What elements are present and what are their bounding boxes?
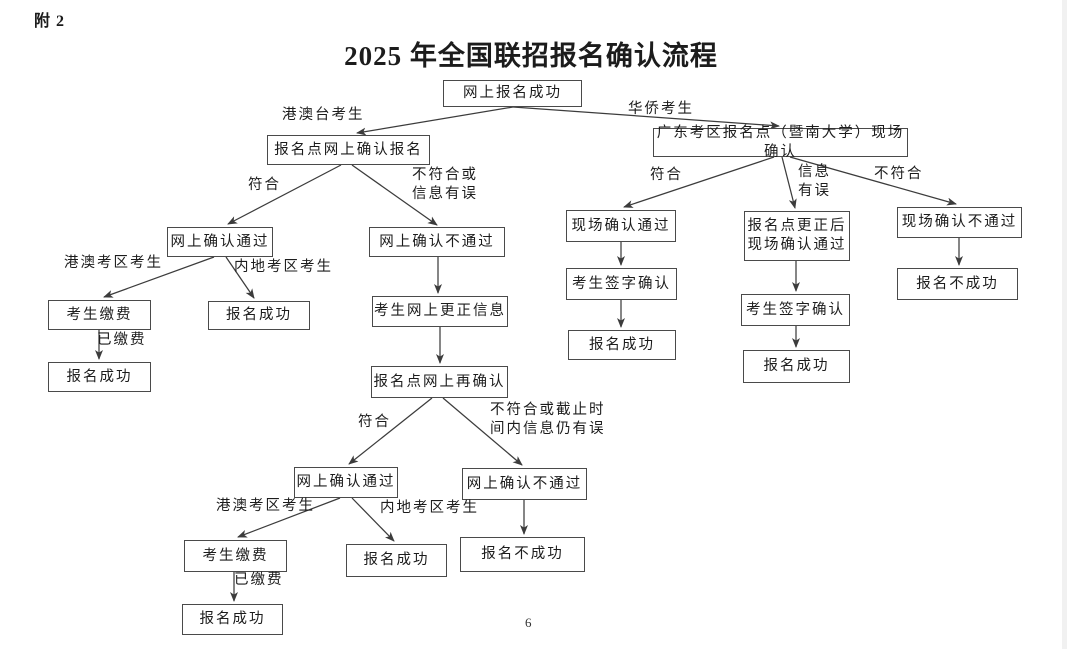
edge-label-conform-2: 符合 [358, 414, 391, 430]
flow-node-candidate-pay-1: 考生缴费 [48, 300, 151, 330]
flow-arrow [623, 156, 775, 208]
page-number: 6 [525, 615, 532, 630]
edge-label-not-conform-1: 不符合或 信息有误 [412, 167, 478, 203]
edge-label-conform-1: 符合 [248, 177, 281, 193]
flow-node-site-online-reconfirm: 报名点网上再确认 [371, 366, 508, 398]
flow-node-signup-success-2: 报名成功 [48, 362, 151, 392]
flow-node-online-confirm-fail-2: 网上确认不通过 [462, 468, 587, 500]
flow-node-onsite-confirm-fail: 现场确认不通过 [897, 207, 1022, 238]
edge-label-overseas-chinese: 华侨考生 [628, 101, 694, 117]
flow-node-correct-info-online: 考生网上更正信息 [372, 296, 508, 327]
page-title: 2025 年全国联招报名确认流程 [344, 41, 718, 71]
flow-node-signup-success-1: 报名成功 [208, 301, 310, 330]
edge-label-mainland-region-2: 内地考区考生 [380, 500, 479, 516]
edge-label-not-conform-deadline: 不符合或截止时 间内信息仍有误 [490, 402, 606, 438]
flow-node-corrected-onsite-confirm-pass: 报名点更正后 现场确认通过 [744, 211, 850, 261]
flow-arrow [781, 156, 797, 209]
flow-node-sign-confirm-2: 考生签字确认 [741, 294, 850, 326]
flow-arrow [356, 106, 514, 136]
flow-node-guangdong-onsite-confirm: 广东考区报名点（暨南大学）现场确认 [653, 125, 908, 160]
flow-arrow [227, 164, 342, 225]
flow-node-onsite-confirm-pass: 现场确认通过 [566, 210, 676, 242]
flow-node-online-confirm-fail-1: 网上确认不通过 [369, 227, 505, 257]
edge-label-info-error: 信息 有误 [798, 164, 831, 200]
page-edge-strip [1062, 0, 1067, 649]
flow-node-signup-success-3: 报名成功 [346, 544, 447, 577]
edge-label-paid-2: 已缴费 [234, 572, 284, 588]
edge-label-conform-3: 符合 [650, 167, 683, 183]
edge-label-hm-region-2: 港澳考区考生 [216, 498, 315, 514]
edge-label-mainland-region-1: 内地考区考生 [234, 259, 333, 275]
flow-node-signup-success-4: 报名成功 [182, 604, 283, 635]
edge-label-paid-1: 已缴费 [97, 332, 147, 348]
attachment-label: 附 2 [34, 13, 66, 30]
edge-label-not-conform-2: 不符合 [874, 166, 924, 182]
flow-node-signup-fail-1: 报名不成功 [460, 537, 585, 572]
flow-node-sign-confirm-1: 考生签字确认 [566, 268, 677, 300]
flow-node-signup-fail-2: 报名不成功 [897, 268, 1018, 300]
flow-node-online-signup-success: 网上报名成功 [443, 80, 582, 107]
flow-node-online-confirm-pass-1: 网上确认通过 [167, 227, 273, 257]
flow-node-online-confirm-pass-2: 网上确认通过 [294, 467, 398, 498]
edge-label-hmt-candidates: 港澳台考生 [282, 107, 365, 123]
flow-node-signup-success-5: 报名成功 [568, 330, 676, 360]
edge-label-hm-region-1: 港澳考区考生 [64, 255, 163, 271]
flow-node-signup-success-6: 报名成功 [743, 350, 850, 383]
flow-node-candidate-pay-2: 考生缴费 [184, 540, 287, 572]
flow-node-site-online-confirm: 报名点网上确认报名 [267, 135, 430, 165]
